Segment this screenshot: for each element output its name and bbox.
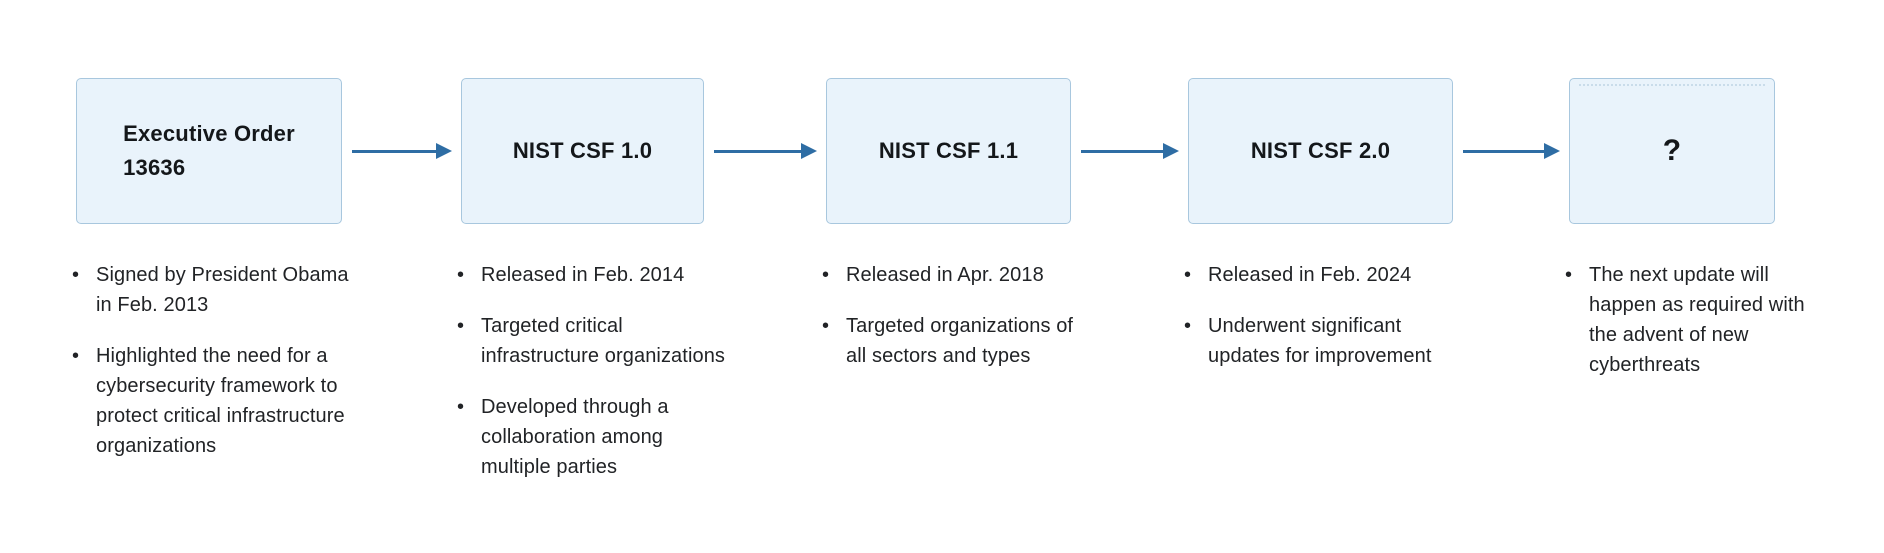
bullet-dot-icon: • <box>457 315 465 337</box>
flow-arrow <box>714 143 817 159</box>
bullet-text: Signed by President Obama in Feb. 2013 <box>96 264 349 316</box>
bullet-text: Targeted critical infrastructure organiz… <box>481 315 726 367</box>
bullet-item: • Developed through a collaboration amon… <box>455 392 785 482</box>
bullet-dot-icon: • <box>72 264 80 286</box>
flow-arrow <box>1081 143 1179 159</box>
bullet-text: Highlighted the need for a cybersecurity… <box>96 345 345 457</box>
timeline-stage: Executive Order 13636 • Signed by Presid… <box>72 78 349 461</box>
bullet-dot-icon: • <box>457 396 465 418</box>
timeline-stage: NIST CSF 1.1 • Released in Apr. 2018 • T… <box>822 78 1073 371</box>
timeline-stage: NIST CSF 1.0 • Released in Feb. 2014 • T… <box>457 78 725 482</box>
bullet-text: Released in Feb. 2024 <box>1208 264 1412 286</box>
flow-arrow <box>1463 143 1560 159</box>
stage-title: ? <box>1662 134 1682 167</box>
stage-title: NIST CSF 2.0 <box>1250 138 1391 163</box>
bullet-dot-icon: • <box>457 264 465 286</box>
arrow-head-icon <box>1544 143 1560 159</box>
bullet-dot-icon: • <box>72 345 80 367</box>
bullet-dot-icon: • <box>822 264 830 286</box>
arrow-line <box>1463 149 1544 153</box>
stage-title: NIST CSF 1.0 <box>512 138 653 163</box>
bullet-text: The next update will happen as required … <box>1589 264 1805 376</box>
bullet-dot-icon: • <box>1184 315 1192 337</box>
timeline-stage: ? • The next update will happen as requi… <box>1565 78 1805 380</box>
stage-bullet-list: • Signed by President Obama in Feb. 2013… <box>70 260 400 461</box>
bullet-text: Released in Feb. 2014 <box>481 264 685 286</box>
bullet-dot-icon: • <box>1565 264 1573 286</box>
stage-bullet-list: • Released in Feb. 2024 • Underwent sign… <box>1182 260 1512 371</box>
bullet-item: • Highlighted the need for a cybersecuri… <box>70 341 400 461</box>
stage-title: Executive Order 13636 <box>123 121 295 180</box>
bullet-item: • The next update will happen as require… <box>1563 260 1884 380</box>
stage-box: ? <box>1569 78 1775 224</box>
timeline-stage: NIST CSF 2.0 • Released in Feb. 2024 • U… <box>1184 78 1453 371</box>
arrow-line <box>714 149 801 153</box>
arrow-head-icon <box>1163 143 1179 159</box>
stage-box: NIST CSF 1.1 <box>826 78 1071 224</box>
stage-title: NIST CSF 1.1 <box>878 138 1019 163</box>
bullet-item: • Targeted critical infrastructure organ… <box>455 311 785 371</box>
bullet-item: • Released in Feb. 2024 <box>1182 260 1512 290</box>
stage-box: NIST CSF 1.0 <box>461 78 704 224</box>
bullet-item: • Underwent significant updates for impr… <box>1182 311 1512 371</box>
dotted-placeholder-line <box>1579 84 1765 86</box>
stage-bullet-list: • Released in Apr. 2018 • Targeted organ… <box>820 260 1150 371</box>
stage-box: NIST CSF 2.0 <box>1188 78 1453 224</box>
bullet-item: • Released in Apr. 2018 <box>820 260 1150 290</box>
arrow-line <box>352 149 436 153</box>
bullet-text: Targeted organizations of all sectors an… <box>846 315 1074 367</box>
arrow-line <box>1081 149 1163 153</box>
arrow-head-icon <box>436 143 452 159</box>
arrow-head-icon <box>801 143 817 159</box>
bullet-text: Underwent significant updates for improv… <box>1208 315 1432 367</box>
stage-box: Executive Order 13636 <box>76 78 342 224</box>
bullet-item: • Released in Feb. 2014 <box>455 260 785 290</box>
bullet-dot-icon: • <box>822 315 830 337</box>
bullet-item: • Signed by President Obama in Feb. 2013 <box>70 260 400 320</box>
bullet-item: • Targeted organizations of all sectors … <box>820 311 1150 371</box>
stage-bullet-list: • Released in Feb. 2014 • Targeted criti… <box>455 260 785 482</box>
bullet-dot-icon: • <box>1184 264 1192 286</box>
stage-bullet-list: • The next update will happen as require… <box>1563 260 1884 380</box>
bullet-text: Released in Apr. 2018 <box>846 264 1044 286</box>
bullet-text: Developed through a collaboration among … <box>481 396 669 478</box>
flow-arrow <box>352 143 452 159</box>
